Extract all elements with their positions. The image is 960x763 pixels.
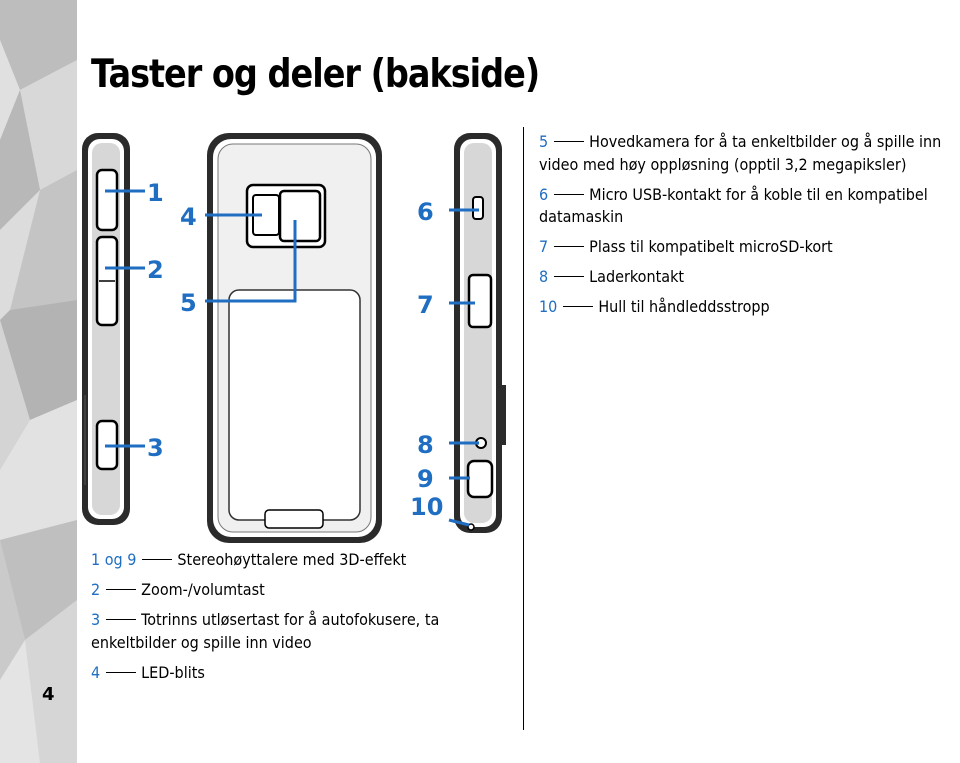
legend-dash <box>563 306 594 307</box>
legend-text: Stereohøyttalere med 3D-effekt <box>177 550 407 569</box>
legend-text: Laderkontakt <box>589 267 685 286</box>
legend-item: 4 LED-blits <box>91 662 511 685</box>
callout-7: 7 <box>417 291 434 319</box>
legend-number: 1 og 9 <box>91 550 137 569</box>
legend-item: 10 Hull til håndleddsstropp <box>539 296 957 319</box>
legend-number: 2 <box>91 580 101 599</box>
phone-back-view <box>207 133 382 543</box>
phone-left-side-view <box>82 133 130 525</box>
column-divider <box>523 127 524 730</box>
page-number: 4 <box>42 684 55 705</box>
legend-text: LED-blits <box>141 662 205 682</box>
legend-number: 8 <box>539 267 549 286</box>
legend-number: 4 <box>91 662 101 682</box>
legend-number: 3 <box>91 610 101 629</box>
page-title: Taster og deler (bakside) <box>91 52 540 97</box>
phone-illustration: 1 2 3 4 5 6 7 8 9 10 <box>82 133 506 543</box>
phone-right-side-view <box>454 133 506 533</box>
legend-dash <box>142 559 173 560</box>
sidebar-pattern <box>0 0 77 763</box>
legend-item: 7 Plass til kompatibelt microSD-kort <box>539 236 957 259</box>
callout-lines <box>105 189 479 527</box>
bottom-legend-list: 1 og 9 Stereohøyttalere med 3D-effekt 2 Zo… <box>91 549 511 692</box>
legend-number: 7 <box>539 237 549 256</box>
legend-number: 5 <box>539 132 549 151</box>
callout-4: 4 <box>180 203 197 231</box>
legend-item: 8 Laderkontakt <box>539 266 957 289</box>
legend-text: Micro USB-kontakt for å koble til en kom… <box>539 184 928 227</box>
callout-2: 2 <box>147 256 164 284</box>
legend-text: Hovedkamera for å ta enkeltbilder og å s… <box>539 132 942 174</box>
legend-text: Totrinns utløsertast for å autofokusere,… <box>91 610 440 652</box>
legend-text: Zoom-/volumtast <box>141 580 265 599</box>
legend-text: Plass til kompatibelt microSD-kort <box>589 237 833 256</box>
callout-1: 1 <box>147 179 164 207</box>
legend-dash <box>554 246 585 247</box>
callout-3: 3 <box>147 434 164 462</box>
legend-item: 2 Zoom-/volumtast <box>91 579 511 602</box>
callout-numbers: 1 2 3 4 5 6 7 8 9 10 <box>147 179 443 521</box>
legend-dash <box>554 276 585 277</box>
decorative-sidebar: 4 <box>0 0 77 763</box>
callout-10: 10 <box>410 493 443 521</box>
legend-number: 6 <box>539 184 549 204</box>
legend-text: Hull til håndleddsstropp <box>598 297 770 316</box>
legend-dash <box>554 141 585 142</box>
legend-dash <box>106 619 137 620</box>
legend-dash <box>554 193 585 195</box>
callout-8: 8 <box>417 431 434 459</box>
callout-6: 6 <box>417 198 434 226</box>
callout-9: 9 <box>417 465 434 493</box>
legend-number: 10 <box>539 297 558 316</box>
legend-dash <box>106 671 137 673</box>
legend-item: 1 og 9 Stereohøyttalere med 3D-effekt <box>91 549 511 572</box>
callout-5: 5 <box>180 289 197 317</box>
legend-dash <box>106 589 137 590</box>
